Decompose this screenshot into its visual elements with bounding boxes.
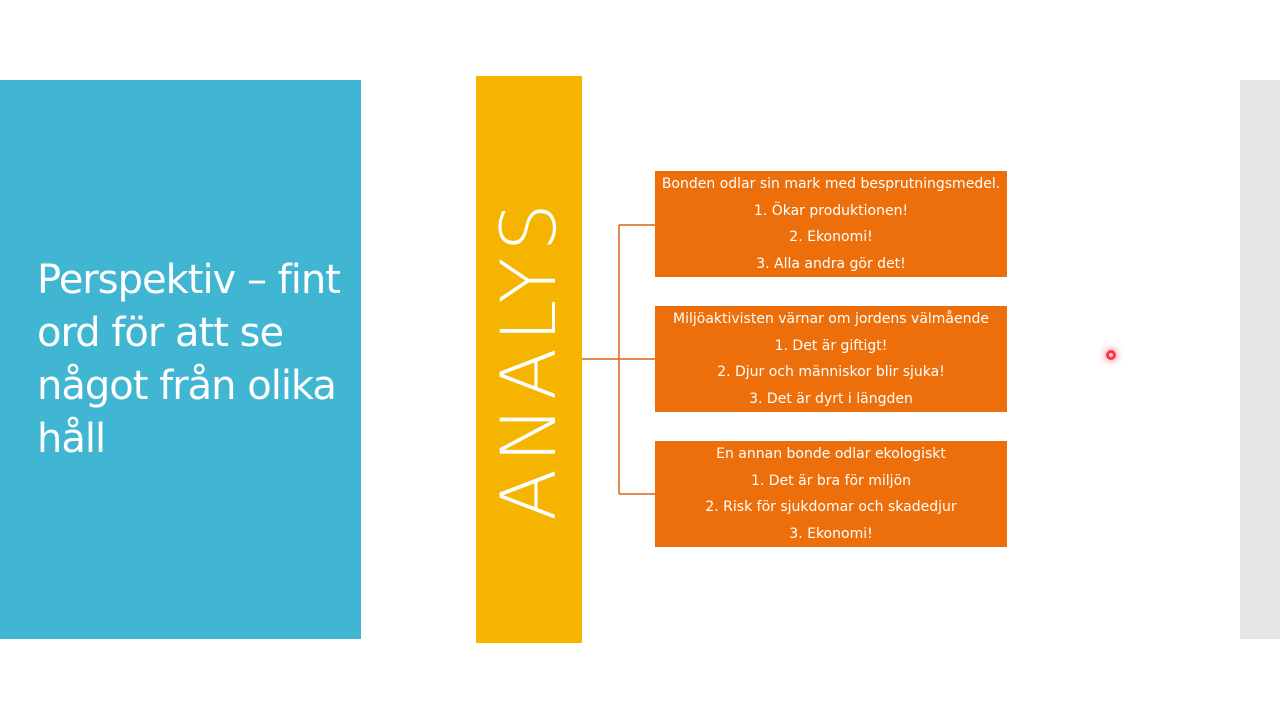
box-item: 2. Djur och människor blir sjuka! [717,364,945,380]
box-heading: Miljöaktivisten värnar om jordens välmåe… [673,311,989,327]
box-item: 3. Ekonomi! [789,525,873,542]
perspective-box-1: Bonden odlar sin mark med besprutningsme… [655,171,1007,277]
perspective-box-3: En annan bonde odlar ekologiskt 1. Det ä… [655,441,1007,547]
laser-pointer-icon [1106,350,1116,360]
box-heading: En annan bonde odlar ekologiskt [716,446,946,462]
box-item: 2. Ekonomi! [789,229,873,245]
title-panel [0,80,361,639]
box-item: 1. Ökar produktionen! [753,202,909,219]
box-item: 3. Det är dyrt i längden [749,390,913,407]
box-item: 3. Alla andra gör det! [756,255,906,272]
perspective-box-2: Miljöaktivisten värnar om jordens välmåe… [655,306,1007,412]
analys-bar [476,76,582,643]
slide-title: Perspektiv – fint ord för att se något f… [37,257,341,462]
next-slide-edge [1240,80,1280,639]
box-item: 2. Risk för sjukdomar och skadedjur [705,499,957,515]
box-item: 1. Det är bra för miljön [750,472,912,489]
box-item: 1. Det är giftigt! [774,337,888,354]
box-heading: Bonden odlar sin mark med besprutningsme… [661,176,1001,192]
